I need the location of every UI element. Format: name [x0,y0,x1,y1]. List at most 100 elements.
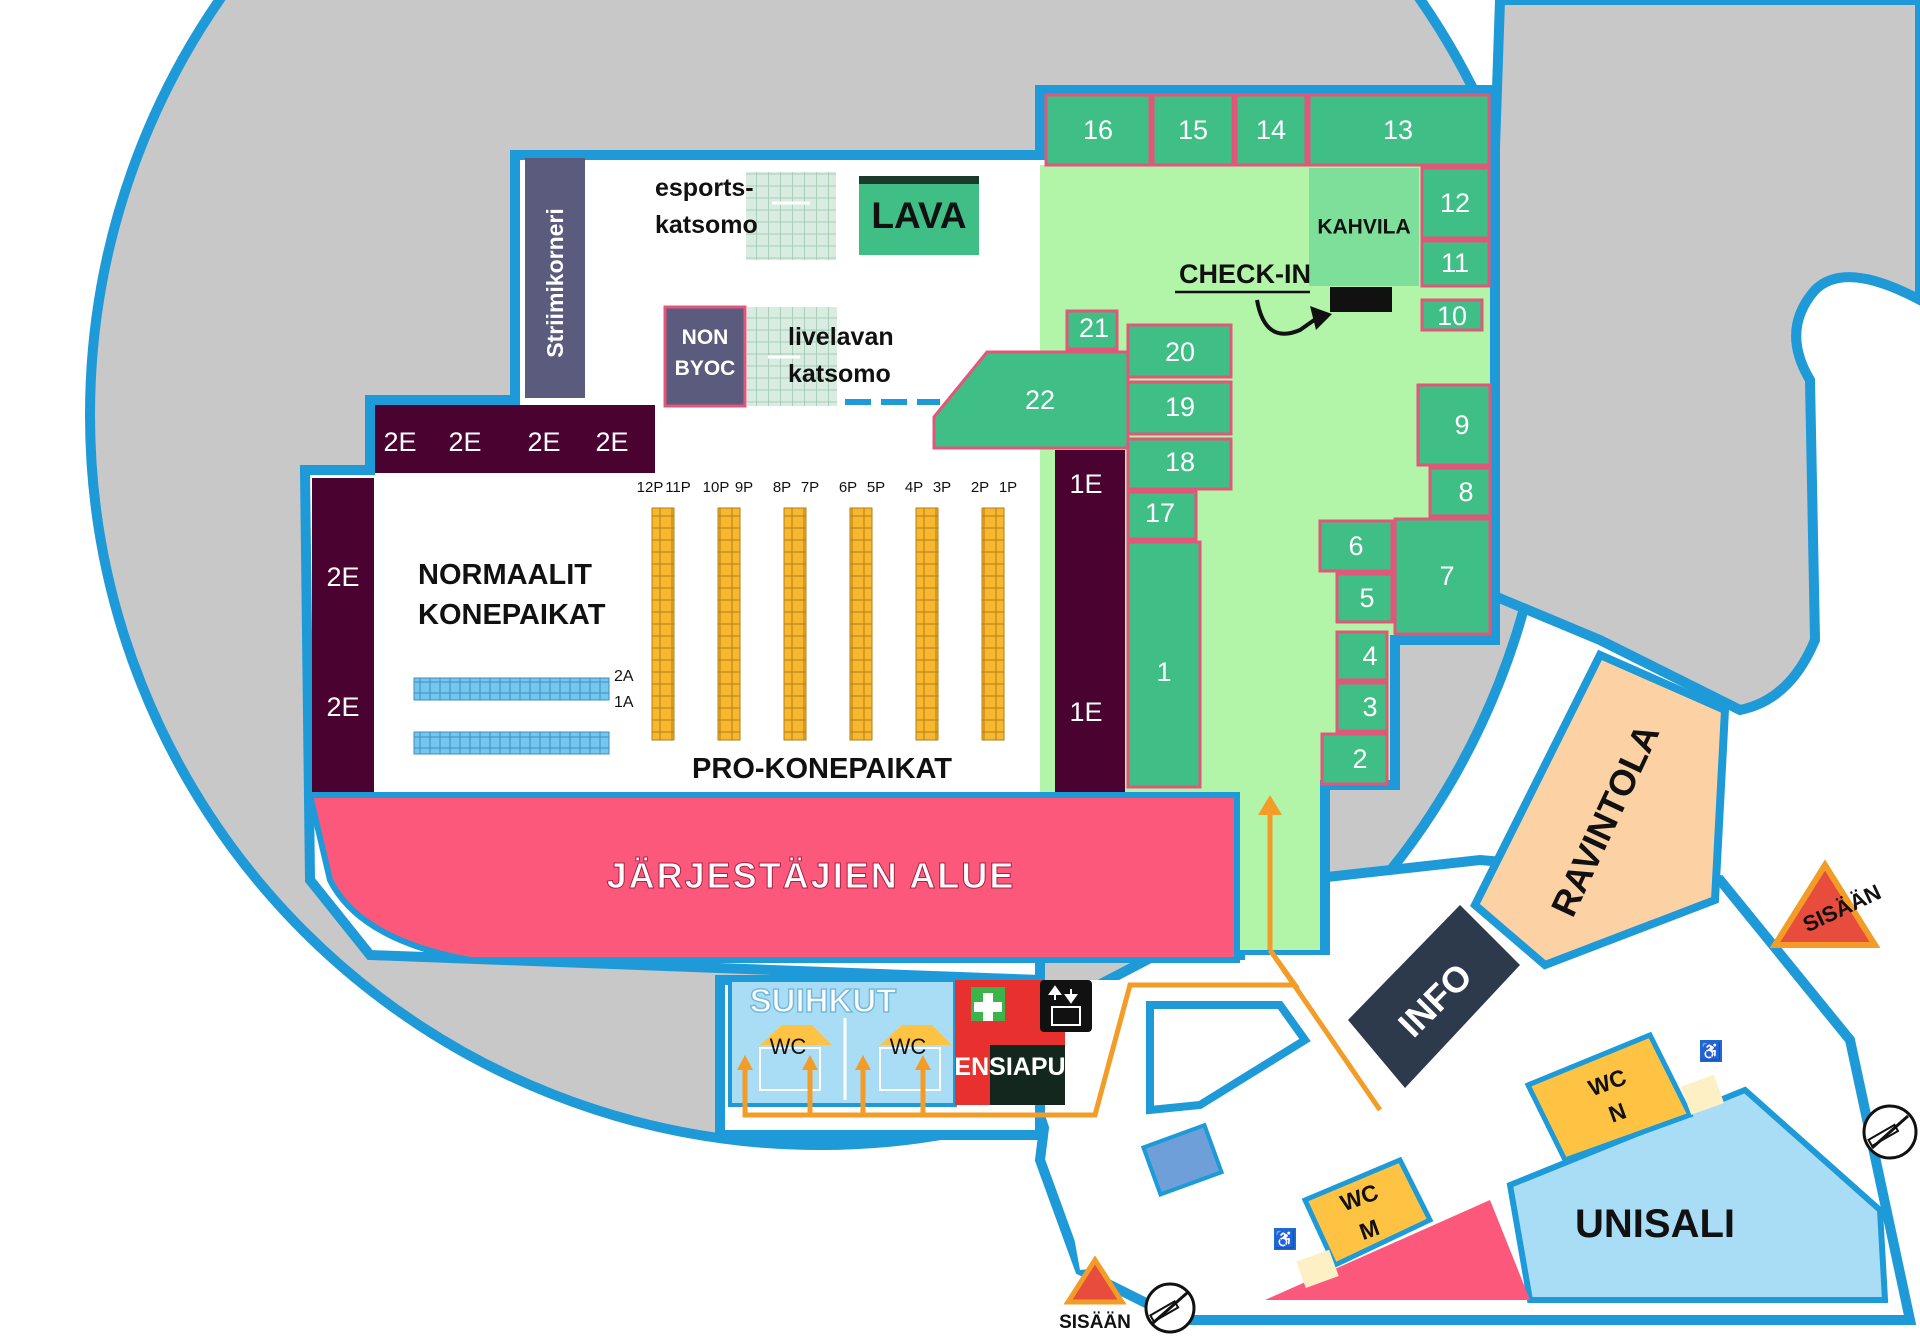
elevator-grid [1051,1006,1081,1026]
wc-m[interactable] [1301,1156,1434,1269]
route-arrow-4 [915,1055,931,1070]
wc-n-access-stall [1680,1074,1725,1115]
booth-4[interactable] [1335,630,1389,682]
booth-6-label: 6 [1348,531,1363,561]
booth-2[interactable] [1320,732,1389,786]
non-byoc-line1: NON [682,326,729,349]
pro-seat-label: 8P [773,479,791,496]
booth-15-label: 15 [1178,115,1208,145]
pro-seat-column-1[interactable] [651,507,675,741]
esports-katsomo-stands [746,172,836,260]
booth-2-label: 2 [1352,744,1367,774]
booth-row-top: 16 15 14 13 [1044,93,1491,167]
booth-11[interactable] [1420,239,1491,288]
check-in-arrow [1255,299,1322,336]
jarjestajien-alue[interactable] [306,792,1240,963]
pro-seat-label: 12P [637,479,664,496]
elevator-arrows [1048,985,1078,1004]
non-byoc[interactable] [663,305,747,408]
booth-3[interactable] [1335,681,1389,733]
pro-seat-column-6[interactable] [981,507,1005,741]
booth-22[interactable] [932,350,1130,450]
booth-12[interactable] [1420,166,1491,240]
striimikorneri-label: Striimikorneri [542,208,568,358]
pro-seat-label: 7P [801,479,819,496]
lava-stage[interactable] [859,176,979,255]
zone-2e-top[interactable] [375,405,655,473]
booth-20[interactable] [1126,323,1233,379]
info-desk[interactable] [1348,905,1520,1088]
normal-row-2a-label: 2A [614,668,634,685]
wc-n[interactable] [1524,1031,1694,1164]
booth-20-label: 20 [1165,337,1195,367]
lava-stage-edge [859,176,979,184]
pro-seat-column-4[interactable] [849,507,873,741]
normal-row-1a[interactable] [413,731,610,755]
booth-21-label: 21 [1079,313,1109,343]
wc-stall-2 [879,1047,941,1091]
pro-seat-label: 3P [933,479,951,496]
booth-14[interactable] [1234,93,1308,167]
accessible-icon-n [1700,1040,1722,1062]
kahvila-label: KAHVILA [1317,216,1410,239]
wc-m-access-stall [1296,1249,1339,1288]
pro-seat-column-2[interactable] [717,507,741,741]
zone-2e-top-3: 2E [527,427,560,457]
first-aid-cross [974,993,1002,1021]
zone-2e-top-4: 2E [595,427,628,457]
booth-7-label: 7 [1439,561,1454,591]
lobby-island [1146,1001,1311,1115]
zone-2e-top-1: 2E [383,427,416,457]
zone-2e-left[interactable] [312,478,374,793]
booth-21[interactable] [1065,309,1119,351]
booth-1[interactable] [1126,540,1202,789]
booth-4-label: 4 [1362,641,1377,671]
smoking-icon-right [1862,1104,1918,1160]
pro-seat-label: 6P [839,479,857,496]
booth-19[interactable] [1126,380,1233,436]
booth-9[interactable] [1416,383,1492,467]
zone-1e-right[interactable] [1055,450,1125,793]
pro-seat-column-5[interactable] [915,507,939,741]
jarjestajien-alue-label: JÄRJESTÄJIEN ALUE [607,855,1016,896]
livelavan-katsomo-line1: livelavan [788,323,894,351]
booth-10-label: 10 [1437,301,1467,331]
zone-2e-left-2: 2E [326,692,359,722]
pro-konepaikat-label: PRO-KONEPAIKAT [692,753,952,785]
pro-seat-label: 1P [999,479,1017,496]
booth-16[interactable] [1044,93,1152,167]
booth-13[interactable] [1307,93,1491,167]
booth-18[interactable] [1126,437,1233,491]
route-arrow-main [1258,795,1282,815]
check-in-desk[interactable] [1330,287,1392,312]
normal-row-2a[interactable] [413,677,610,701]
striimikorneri[interactable] [525,158,585,398]
booth-12-label: 12 [1440,188,1470,218]
pro-seat-label: 10P [703,479,730,496]
booth-15[interactable] [1151,93,1235,167]
green-corridor [1240,795,1320,950]
zone-2e-top-2: 2E [448,427,481,457]
booth-6[interactable] [1318,519,1394,573]
route-arrow-1 [737,1055,753,1070]
pro-seat-label: 9P [735,479,753,496]
booth-10[interactable] [1420,298,1484,332]
booth-17[interactable] [1126,490,1198,541]
non-byoc-line2: BYOC [675,357,736,380]
kahvila[interactable] [1309,168,1419,286]
suihkut-label: SUIHKUT [750,982,897,1019]
unisali-label: UNISALI [1575,1202,1735,1246]
booth-16-label: 16 [1083,115,1113,145]
entrance-bottom-label: SISÄÄN [1059,1312,1131,1333]
pro-seat-column-3[interactable] [783,507,807,741]
booth-7[interactable] [1393,517,1492,636]
booth-5[interactable] [1335,572,1394,624]
booth-8[interactable] [1428,466,1492,518]
entrance-bottom-icon[interactable] [1063,1255,1127,1305]
entrance-right-icon[interactable] [1769,859,1881,948]
esports-katsomo-line2: katsomo [655,211,758,239]
normaalit-line2: KONEPAIKAT [418,599,606,631]
ravintola[interactable] [1470,649,1730,970]
zone-2e-left-1: 2E [326,562,359,592]
